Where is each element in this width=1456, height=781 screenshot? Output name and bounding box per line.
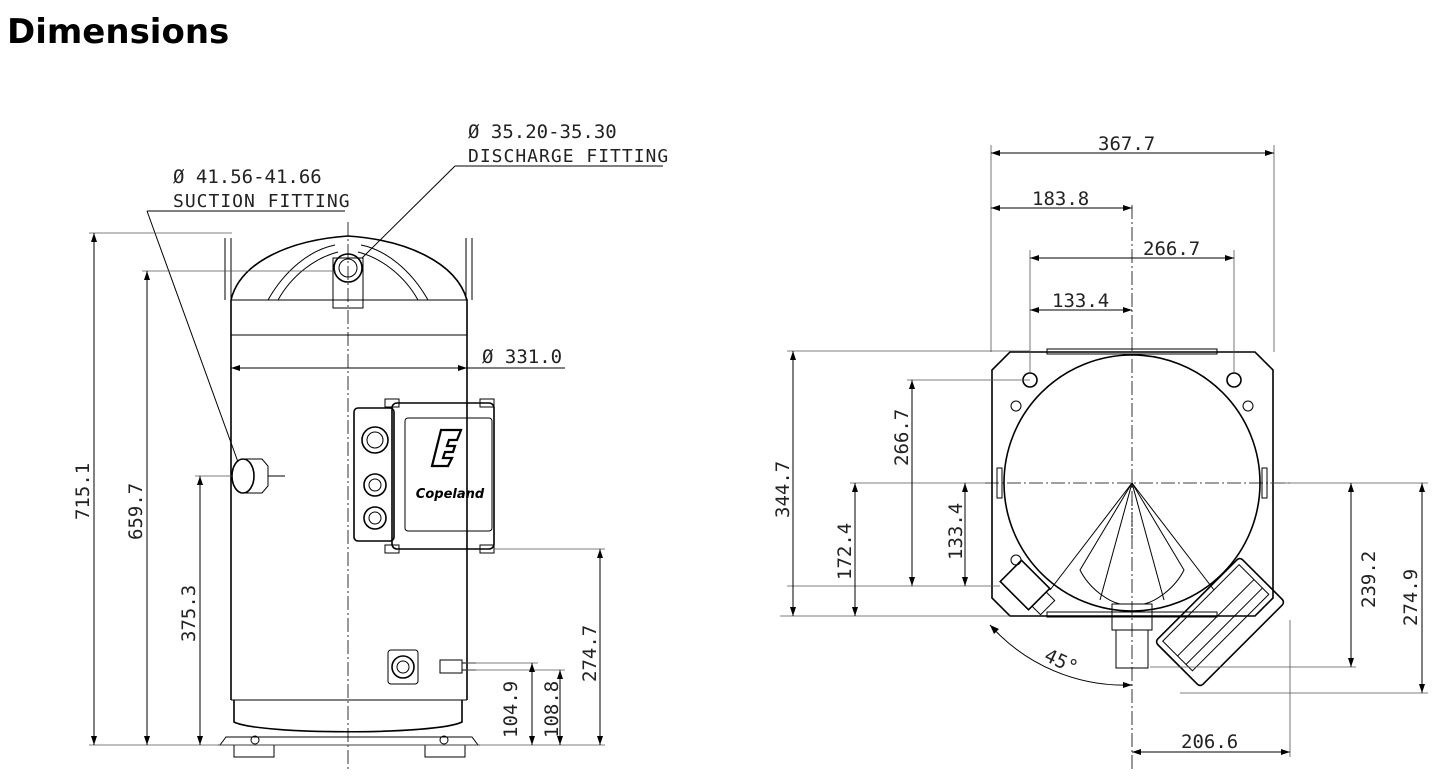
suction-fitting-label: SUCTION FITTING <box>173 191 351 212</box>
side-view: Copeland Ø 331.0 Ø 35.20-35.30 DISCHARGE… <box>72 121 669 770</box>
suction-diameter-label: Ø 41.56-41.66 <box>173 166 322 188</box>
height-fitting-b-label: 108.8 <box>541 681 563 738</box>
height-overall-label: 715.1 <box>72 463 94 520</box>
width-box-offset-label: 206.6 <box>1181 731 1238 753</box>
discharge-fitting-label: DISCHARGE FITTING <box>468 146 669 167</box>
suction-stub <box>999 559 1056 616</box>
base-plate <box>991 348 1274 618</box>
suction-fitting <box>231 458 285 494</box>
height-suction-label: 375.3 <box>178 585 200 642</box>
service-fittings <box>387 649 476 685</box>
page-title: Dimensions <box>7 12 230 52</box>
right-height-outer-label: 274.9 <box>1400 569 1422 626</box>
left-height-half-hole-label: 133.4 <box>945 503 967 560</box>
width-half-hole-label: 133.4 <box>1052 290 1109 312</box>
width-overall-label: 367.7 <box>1098 133 1155 155</box>
left-height-overall-label: 344.7 <box>772 461 794 518</box>
height-box-bottom-label: 274.7 <box>579 625 601 682</box>
width-half-label: 183.8 <box>1032 188 1089 210</box>
width-hole-spacing-label: 266.7 <box>1143 238 1200 260</box>
copeland-logo-text: Copeland <box>416 487 485 502</box>
compressor-shell <box>218 334 480 758</box>
terminal-box: Copeland <box>353 398 495 554</box>
terminal-box-top <box>1155 557 1285 687</box>
top-fittings <box>1049 482 1215 669</box>
angle-label: 45° <box>1041 645 1081 679</box>
left-height-hole-spacing-label: 266.7 <box>891 409 913 466</box>
dome-cap <box>224 235 473 335</box>
height-discharge-label: 659.7 <box>125 483 147 540</box>
left-height-half-label: 172.4 <box>834 523 856 580</box>
right-height-inner-label: 239.2 <box>1358 551 1380 608</box>
top-view: 45° 367.7 183.8 266.7 133.4 206.6 344.7 <box>772 133 1428 770</box>
shell-diameter-label: Ø 331.0 <box>482 346 562 368</box>
height-fitting-a-label: 104.9 <box>500 681 522 738</box>
copeland-logo-icon <box>430 428 463 468</box>
discharge-diameter-label: Ø 35.20-35.30 <box>468 121 617 143</box>
shell-circle <box>1003 354 1261 612</box>
discharge-fitting <box>332 253 364 309</box>
